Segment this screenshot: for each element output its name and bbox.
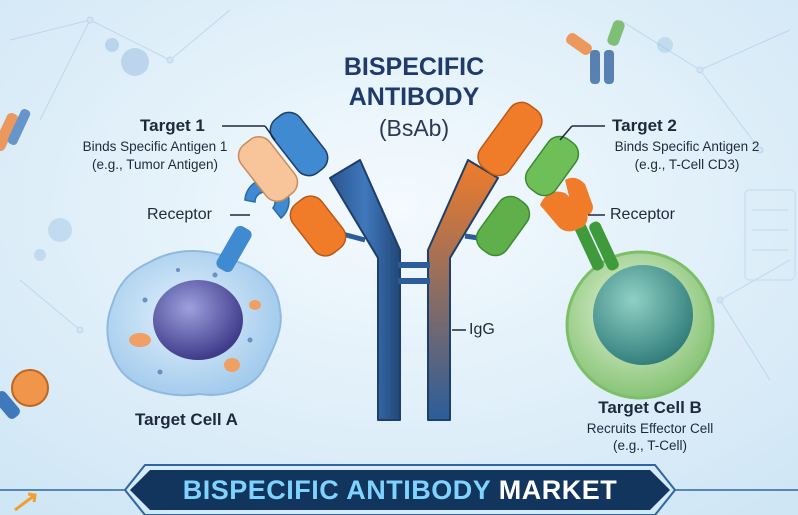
target-1-desc2: (e.g., Tumor Antigen) [91, 157, 219, 172]
left-arm-peach-domain [237, 136, 299, 202]
title-line1: BISPECIFIC [343, 53, 485, 81]
cell-a-nucleus [153, 280, 243, 360]
igg-label: IgG [469, 321, 495, 338]
receptor-right-label: Receptor [610, 206, 675, 223]
left-heavy-chain [329, 159, 401, 421]
target-cell-b-desc1: Recruits Effector Cell [586, 421, 714, 436]
hinge-bond [398, 262, 430, 268]
target-cell-b-desc2: (e.g., T-Cell) [612, 438, 688, 453]
banner-part2: MARKET [498, 475, 618, 505]
right-arm-orange-domain [477, 101, 543, 177]
right-heavy-chain [427, 159, 499, 421]
banner-part1: BISPECIFIC ANTIBODY [182, 475, 491, 505]
bottom-left-molecule [0, 369, 49, 419]
target-1-desc1: Binds Specific Antigen 1 [82, 139, 228, 154]
cell-b-nucleus [593, 265, 693, 365]
arrow-icon [14, 492, 37, 512]
receptor-right [540, 177, 619, 271]
small-antibody-top-right [566, 20, 625, 84]
cell-a-organelles [129, 268, 261, 375]
chart-decoration-right [744, 189, 796, 281]
title-abbrev: (BsAb) [378, 115, 450, 141]
target-2-title: Target 2 [612, 116, 677, 135]
network-decoration [9, 9, 791, 381]
market-banner [0, 464, 798, 515]
target-2-desc1: Binds Specific Antigen 2 [614, 139, 760, 154]
right-arm-green-domain-bottom [475, 195, 531, 257]
hinge-bond-2 [398, 278, 430, 284]
right-arm-green-domain-top [524, 135, 580, 197]
title-line2: ANTIBODY [348, 83, 480, 111]
target-cell-a-label: Target Cell A [135, 410, 238, 429]
small-antibody-left [0, 108, 31, 152]
banner-title: BISPECIFIC ANTIBODY MARKET [150, 470, 650, 510]
left-arm-orange-domain [289, 195, 347, 257]
leader-lines [222, 125, 605, 331]
left-arm-top-domain [269, 111, 329, 177]
receptor-left-label: Receptor [147, 206, 212, 223]
target-2-desc2: (e.g., T-Cell CD3) [634, 157, 740, 172]
target-cell-b-label: Target Cell B [598, 398, 702, 417]
blurred-molecules [34, 37, 673, 261]
target-1-title: Target 1 [140, 116, 205, 135]
